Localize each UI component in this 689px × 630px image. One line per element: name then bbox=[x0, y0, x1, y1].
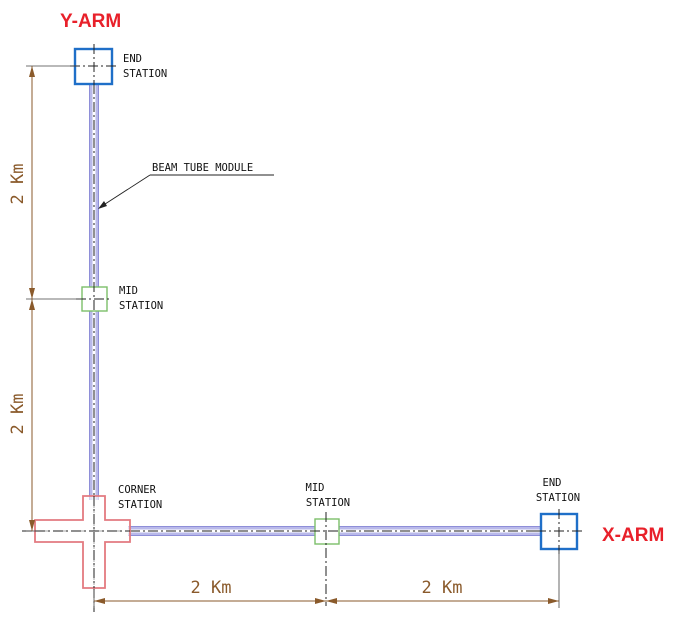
x-left-dimension-label: 2 Km bbox=[191, 578, 232, 598]
x-end-station-label-line2: STATION bbox=[536, 492, 580, 504]
corner-station bbox=[34, 495, 131, 589]
x-mid-station bbox=[310, 512, 344, 606]
y-end-station-label-line2: STATION bbox=[123, 68, 167, 80]
y-dimension-lines bbox=[26, 65, 82, 532]
y-mid-station-label-line1: MID bbox=[119, 285, 138, 297]
x-mid-station-label-line2: STATION bbox=[306, 497, 350, 509]
beam-tube-leader bbox=[98, 174, 274, 209]
y-upper-dimension-label: 2 Km bbox=[8, 164, 28, 205]
y-arm-label: Y-ARM bbox=[60, 11, 121, 32]
x-right-dimension-label: 2 Km bbox=[422, 578, 463, 598]
corner-station-label-line2: STATION bbox=[118, 499, 162, 511]
y-mid-station-label-line2: STATION bbox=[119, 300, 163, 312]
beam-tube-module-label: BEAM TUBE MODULE bbox=[152, 162, 253, 174]
y-lower-dimension-label: 2 Km bbox=[8, 394, 28, 435]
x-arm-label: X-ARM bbox=[602, 525, 664, 546]
x-end-station-label-line1: END bbox=[543, 477, 562, 489]
x-end-station bbox=[536, 509, 582, 554]
x-dimension-lines bbox=[93, 551, 560, 608]
y-end-station bbox=[70, 44, 117, 88]
corner-station-label-line1: CORNER bbox=[118, 484, 157, 496]
y-end-station-label-line1: END bbox=[123, 53, 142, 65]
x-mid-station-label-line1: MID bbox=[306, 482, 325, 494]
